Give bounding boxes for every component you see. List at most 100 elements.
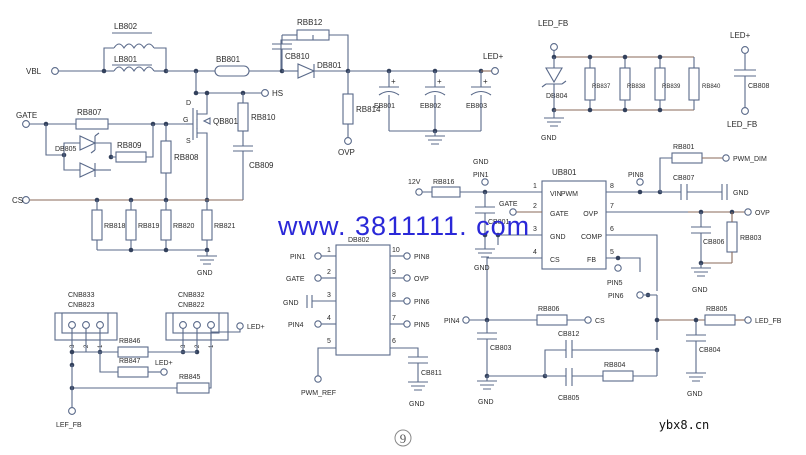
component-rb821 [201,209,213,241]
label-eb803: EB803 [466,103,487,110]
terminal-pwm-ref[interactable] [314,375,322,383]
terminal-12v[interactable] [415,188,423,196]
terminal-vbl[interactable] [51,67,59,75]
label-rb820: RB820 [173,223,195,230]
input-stage: VBL LB802 LB801 BB801 HS RB810 [26,22,283,200]
terminal-led-fb-top[interactable] [550,43,558,51]
label-gnd-left-main: GND [197,270,213,277]
terminal-cs-left[interactable] [22,196,30,204]
terminal-led-plus-rb847[interactable] [160,368,168,376]
label-gnd-db804: GND [541,135,557,142]
label-rb816: RB816 [433,179,455,186]
cnb823-pin-2[interactable] [82,321,90,329]
db802-pinnum-4: 4 [327,315,331,322]
terminal-pin4-right[interactable] [462,316,470,324]
label-rb805: RB805 [706,306,728,313]
terminal-db802-gate[interactable] [314,274,322,282]
label-rb808: RB808 [174,153,199,162]
terminal-pin6-ub801[interactable] [636,291,644,299]
terminal-pwm-dim[interactable] [722,154,730,162]
label-rb846: RB846 [119,338,141,345]
label-led-fb-top: LED_FB [538,19,568,28]
terminal-hs[interactable] [261,89,269,97]
label-eb801-polarity: + [391,77,396,86]
db802-label-pin1: PIN1 [290,254,306,261]
label-bb801: BB801 [216,55,241,64]
terminal-db802-pin4[interactable] [314,320,322,328]
db802-pinnum-10: 10 [392,247,400,254]
label-cb808: CB808 [748,83,770,90]
label-rb809: RB809 [117,141,142,150]
component-bb801 [214,65,250,77]
db802-pinnum-3: 3 [327,292,331,299]
db802-pinnum-9: 9 [392,269,396,276]
terminal-pin1[interactable] [481,178,489,186]
terminal-led-fb-cap[interactable] [741,107,749,115]
cnb822-pin-2[interactable] [193,321,201,329]
terminal-led-plus-top[interactable] [491,67,499,75]
label-gnd-cb803: GND [478,399,494,406]
component-rb819 [125,209,137,241]
label-12v: 12V [408,179,421,186]
label-rb801: RB801 [673,144,695,151]
terminal-db802-pin8[interactable] [403,252,411,260]
ub801-pinnum-3: 3 [533,226,537,233]
terminal-db802-pin5[interactable] [403,320,411,328]
label-qb801-g: G [183,117,188,124]
label-gnd-ub801: GND [474,265,490,272]
terminal-led-plus-cap[interactable] [741,46,749,54]
terminal-db802-ovp[interactable] [403,274,411,282]
ub801-pin-gate: GATE [550,211,569,218]
label-db801: DB801 [317,61,342,70]
label-pwm-dim: PWM_DIM [733,156,767,163]
label-db805: DB805 [55,146,77,153]
cnb822-pinlabel-3: 3 [181,344,187,348]
label-pin8-ub801: PIN8 [628,172,644,179]
terminal-led-plus-cnb832[interactable] [236,322,244,330]
label-cb805: CB805 [558,395,580,402]
cnb823-pin-3[interactable] [68,321,76,329]
terminal-ovp-right[interactable] [744,208,752,216]
terminal-db802-pin1[interactable] [314,252,322,260]
db802-label-pin5: PIN5 [414,322,430,329]
terminal-cs-right[interactable] [584,316,592,324]
cnb823-pin-1[interactable] [96,321,104,329]
label-pin5-ub801: PIN5 [607,280,623,287]
page-number-badge: 9 [394,429,412,447]
label-rb821: RB821 [214,223,236,230]
component-rb804 [602,370,634,382]
ub801-pinnum-2: 2 [533,203,537,210]
terminal-gate-ub801[interactable] [509,208,517,216]
label-led-plus-cnb832: LED+ [247,324,265,331]
terminal-gate-left[interactable] [22,120,30,128]
terminal-db802-pin6[interactable] [403,297,411,305]
label-cb806: CB806 [703,239,725,246]
cnb822-pin-3[interactable] [179,321,187,329]
label-ovp-right: OVP [755,210,770,217]
db802-label-gnd: GND [283,300,299,307]
ub801-pin-gnd: GND [550,234,566,241]
terminal-ovp-left[interactable] [344,137,352,145]
db802-pinnum-6: 6 [392,338,396,345]
terminal-pin5-ub801[interactable] [614,264,622,272]
label-rb819: RB819 [138,223,160,230]
terminal-led-fb-right[interactable] [744,316,752,324]
label-cb812: CB812 [558,331,580,338]
rectifier-stage: RBB12 CB810 DB801 RB814 OVP + [272,18,504,157]
terminal-lef-fb[interactable] [68,407,76,415]
label-cb809: CB809 [249,161,274,170]
cnb823-pinlabel-2: 2 [84,344,90,348]
label-led-plus-cap: LED+ [730,31,751,40]
db802-pinnum-5: 5 [327,338,331,345]
led-fb-clamp-block: LED_FB DB804 GND RB837 RB838 RB839 RB840… [538,19,770,142]
component-rb807 [75,118,109,130]
label-db804: DB804 [546,93,568,100]
cnb822-pin-1[interactable] [207,321,215,329]
label-ub801: UB801 [552,168,577,177]
label-gnd-pin1: GND [473,159,489,166]
component-rb847 [117,366,149,378]
terminal-pin8-ub801[interactable] [636,178,644,186]
cnb823-pinlabel-1: 1 [98,344,104,348]
